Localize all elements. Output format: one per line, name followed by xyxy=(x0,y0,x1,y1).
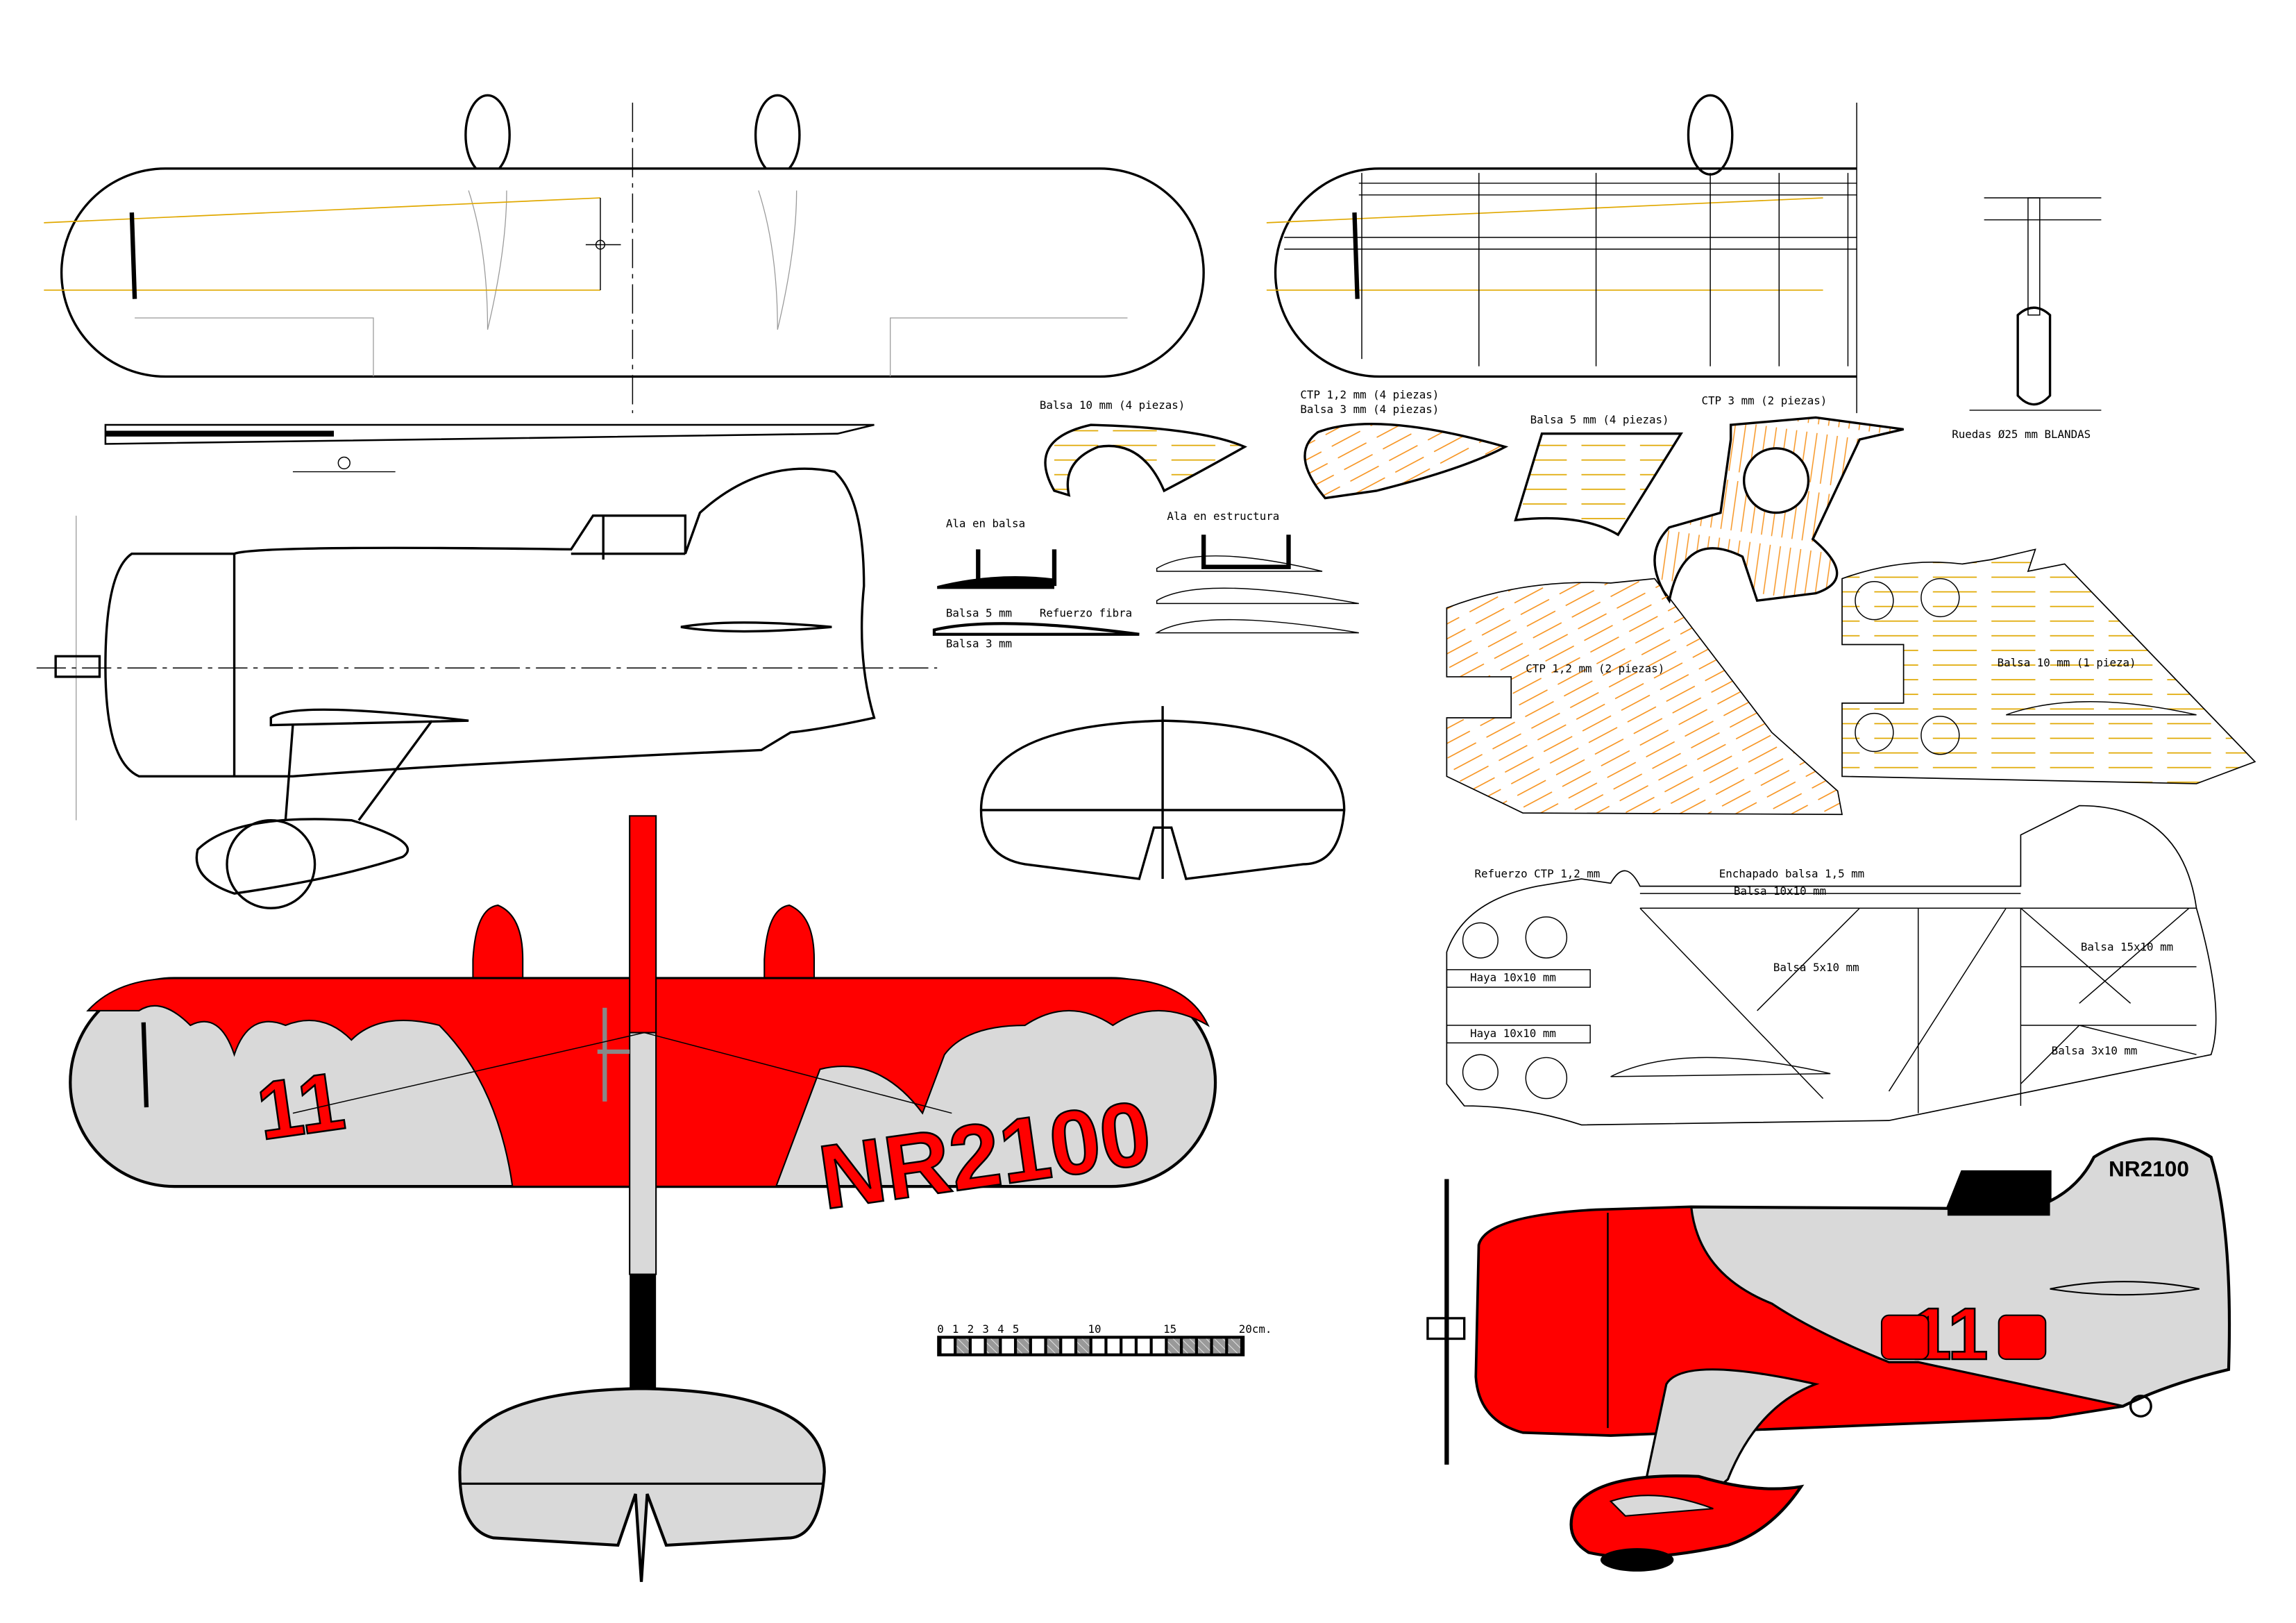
fuselage-structure: Refuerzo CTP 1,2 mm Enchapado balsa 1,5 … xyxy=(1446,805,2217,1126)
scale-cell xyxy=(971,1338,984,1354)
label-haya-2: Haya 10x10 mm xyxy=(1470,1027,1556,1040)
label-refuerzo-ctp: Refuerzo CTP 1,2 mm xyxy=(1474,867,1600,880)
label-ctp-12: CTP 1,2 mm (4 piezas) xyxy=(1300,388,1439,401)
fuselage-side-outline xyxy=(36,423,938,909)
scale-cell xyxy=(1077,1338,1090,1354)
label-balsa-10: Balsa 10 mm (4 piezas) xyxy=(1040,398,1185,412)
front-view-gear: Ruedas Ø25 mm BLANDAS xyxy=(1952,197,2102,441)
scale-cell xyxy=(1197,1338,1210,1354)
scale-cell xyxy=(1002,1338,1014,1354)
label-balsa-15x10: Balsa 15x10 mm xyxy=(2081,940,2173,953)
scale-tick-label: 5 xyxy=(1013,1322,1020,1336)
scale-cell xyxy=(1213,1338,1226,1354)
label-balsa-3: Balsa 3 mm (4 piezas) xyxy=(1300,403,1439,416)
servo-horn xyxy=(585,198,621,290)
label-enchapado: Enchapado balsa 1,5 mm xyxy=(1719,867,1864,880)
scale-tick-label: 1 xyxy=(952,1322,959,1336)
scale-tick-label: 4 xyxy=(997,1322,1004,1336)
scale-tick-label: 20cm. xyxy=(1239,1322,1272,1336)
colored-top-view: 11 NR2100 xyxy=(69,815,1217,1582)
label-wing-balsa: Ala en balsa xyxy=(946,517,1025,530)
wing-panel-parts: CTP 1,2 mm (2 piezas) Balsa 10 mm (1 pie… xyxy=(1446,548,2256,816)
scale-cell xyxy=(1167,1338,1180,1354)
control-horn-colored xyxy=(597,1007,630,1102)
colored-side-view: NR2100 11 xyxy=(1426,1137,2231,1572)
scale-tick-label: 0 xyxy=(937,1322,944,1336)
scale-cell xyxy=(1062,1338,1074,1354)
tail-section-view xyxy=(979,706,1346,880)
scale-cell xyxy=(1031,1338,1045,1354)
scale-cell xyxy=(941,1338,954,1354)
scale-tick-label: 3 xyxy=(982,1322,989,1336)
scale-tick-label: 15 xyxy=(1163,1322,1176,1336)
label-fiber: Refuerzo fibra xyxy=(1040,606,1132,619)
label-balsa-3x10: Balsa 3x10 mm xyxy=(2052,1044,2138,1057)
label-balsa-5: Balsa 5 mm (4 piezas) xyxy=(1530,413,1669,426)
scale-cell xyxy=(1122,1338,1135,1354)
label-ctp-panel: CTP 1,2 mm (2 piezas) xyxy=(1526,662,1664,675)
label-ctp-3: CTP 3 mm (2 piezas) xyxy=(1701,394,1827,407)
wheel-pant-right xyxy=(754,94,801,176)
rib-parts: Balsa 10 mm (4 piezas) CTP 1,2 mm (4 pie… xyxy=(932,388,1904,650)
scale-cell xyxy=(1107,1338,1120,1354)
scale-cell xyxy=(986,1338,999,1354)
scale-cell xyxy=(1017,1338,1029,1354)
scale-cell xyxy=(1183,1338,1195,1354)
label-balsa-5x10: Balsa 5x10 mm xyxy=(1773,961,1859,974)
registration-tail: NR2100 xyxy=(2109,1156,2189,1181)
scale-cell xyxy=(1138,1338,1150,1354)
scale-cell xyxy=(1047,1338,1060,1354)
scale-cell xyxy=(1228,1338,1240,1354)
label-balsa-10x10: Balsa 10x10 mm xyxy=(1734,884,1826,898)
wing-plan-view xyxy=(44,94,1205,414)
label-balsa-panel: Balsa 10 mm (1 pieza) xyxy=(1998,656,2136,669)
label-balsa-5mm: Balsa 5 mm xyxy=(946,606,1012,619)
wing-structure-view xyxy=(1266,94,1857,414)
scale-cell xyxy=(1152,1338,1165,1354)
scale-tick-label: 2 xyxy=(968,1322,974,1336)
label-wing-structure: Ala en estructura xyxy=(1167,510,1279,523)
wheel-pant-left xyxy=(464,94,511,176)
scale-cell xyxy=(956,1338,969,1354)
label-balsa-3mm: Balsa 3 mm xyxy=(946,637,1012,650)
scale-cell xyxy=(1092,1338,1105,1354)
wheels-label: Ruedas Ø25 mm BLANDAS xyxy=(1952,428,2091,441)
race-number-wing: 11 xyxy=(251,1055,350,1158)
scale-tick-label: 10 xyxy=(1088,1322,1101,1336)
label-haya-1: Haya 10x10 mm xyxy=(1470,971,1556,984)
